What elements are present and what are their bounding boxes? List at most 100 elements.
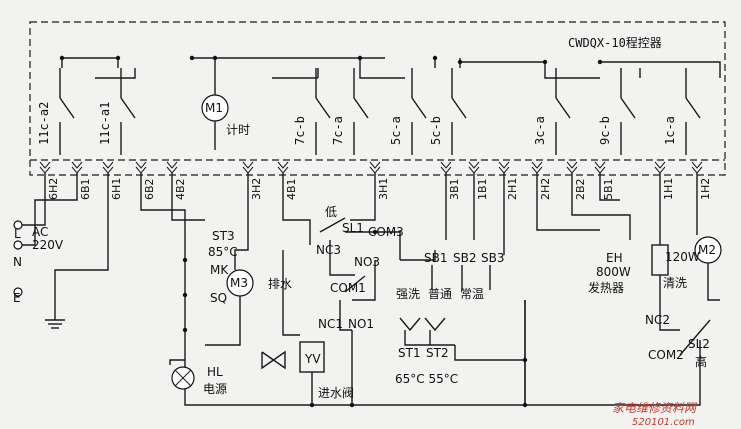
sw-7c-b-contact: 7c-b [293,68,331,155]
st3-temp-label: 85°C [208,245,238,259]
sl1-label: SL1 [342,221,364,235]
junction-dot [212,55,218,61]
timer-label: 计时 [226,123,250,137]
watermark-url: 520101.com [632,417,695,428]
terminal-2B2: 2B2 [566,161,587,200]
sw-11c-a1-label: 11c-a1 [98,102,112,145]
power-n-label: N [13,255,22,269]
indicator-label: 电源 [203,382,227,396]
junction-dot [182,292,188,298]
terminal-1H2: 1H2 [691,161,712,200]
terminal-label-6H1: 6H1 [110,178,123,200]
power-input: L AC 220V N E [13,220,64,305]
heater-id: EH [606,251,623,265]
junction-dot [597,59,603,65]
heater-power: 800W [596,265,631,279]
sb1-label: SB1 [424,251,447,265]
terminal-label-4B2: 4B2 [174,178,187,200]
junction-dot [357,55,363,61]
terminal-2H1: 2H1 [498,161,519,200]
power-e-label: E [13,291,21,305]
sw-11c-a2-contact: 11c-a2 [37,68,75,155]
nc1-label: NC1 [318,317,343,331]
junction-dot [542,59,548,65]
terminal-label-1H2: 1H2 [699,178,712,200]
terminal-3B1: 3B1 [440,161,461,200]
sw-7c-b-label: 7c-b [293,116,307,145]
terminal-label-4B1: 4B1 [285,178,298,200]
terminal-label-6H2: 6H2 [47,178,60,200]
com2-label: COM2 [648,348,684,362]
sq-label: SQ [210,291,227,305]
drain-motor-id: M3 [230,276,248,290]
sw-9c-b-label: 9c-b [598,116,612,145]
controller-label: CWDQX-10程控器 [568,35,662,50]
terminal-6H1: 6H1 [102,161,123,200]
terminal-label-3B1: 3B1 [448,178,461,200]
watermark-text: 家电维修资料网 [612,401,698,415]
sl2-label: SL2 [688,337,710,351]
high-label: 高 [695,354,707,369]
terminal-1B1: 1B1 [468,161,489,200]
sw-5c-a-contact: 5c-a [389,68,427,155]
sw-5c-b-contact: 5c-b [429,68,467,155]
terminal-6B2: 6B2 [135,161,156,200]
junction-dot [522,402,528,408]
junction-dot [115,55,121,61]
heater-label: 发热器 [588,280,624,295]
terminal-1H1: 1H1 [654,161,675,200]
junction-dot [309,402,315,408]
sw-7c-a-contact: 7c-a [331,68,369,155]
sw-7c-a-label: 7c-a [331,116,345,145]
valve-label: 进水阀 [318,386,354,400]
hl-label: HL [207,365,223,379]
wash-motor-id: M2 [698,243,716,257]
no1-label: NO1 [348,317,374,331]
junction-dot [432,55,438,61]
st1-label: ST1 [398,346,421,360]
normal-label: 普通 [428,287,452,301]
st2-label: ST2 [426,346,449,360]
sw-11c-a2-label: 11c-a2 [37,102,51,145]
com3-label: COM3 [368,225,404,239]
wash-power: 120W [665,250,700,264]
junction-dot [522,357,528,363]
junction-dot [182,327,188,333]
terminal-5B1: 5B1 [594,161,615,200]
power-l-label: L [14,227,21,241]
thermostat-temps: 65°C 55°C [395,372,458,386]
drain-label: 排水 [268,277,292,291]
terminal-label-2B2: 2B2 [574,178,587,200]
nc3-label: NC3 [316,243,341,257]
valve-id: YV [304,352,321,366]
terminal-2H2: 2H2 [531,161,552,200]
terminal-label-1B1: 1B1 [476,178,489,200]
terminal-label-6B2: 6B2 [143,178,156,200]
sw-11c-a1-contact: 11c-a1 [98,68,136,155]
junction-dot [349,402,355,408]
sw-3c-a-label: 3c-a [533,116,547,145]
terminal-label-3H2: 3H2 [250,178,263,200]
mk-label: MK [210,263,229,277]
terminal-label-2H1: 2H1 [506,178,519,200]
sw-1c-a-label: 1c-a [663,116,677,145]
strong-label: 强洗 [396,287,420,301]
no3-label: NO3 [354,255,380,269]
terminal-6H2: 6H2 [39,161,60,200]
watermark: 家电维修资料网 520101.com [612,401,698,428]
junction-dot [59,55,65,61]
terminal-3H1: 3H1 [369,161,390,200]
com1-label: COM1 [330,281,366,295]
junction-dot [372,229,378,235]
terminal-label-3H1: 3H1 [377,178,390,200]
lower-labels: ST3 85°C MK SQ HL 电源 M3 排水 低 SL1 NC3 COM… [203,205,716,400]
power-ac-label: AC [32,225,48,239]
junction-dots [59,55,603,408]
warm-label: 常温 [460,287,484,301]
sw-5c-b-label: 5c-b [429,116,443,145]
timer-motor-id: M1 [205,101,223,115]
terminal-3H2: 3H2 [242,161,263,200]
sw-5c-a-label: 5c-a [389,116,403,145]
